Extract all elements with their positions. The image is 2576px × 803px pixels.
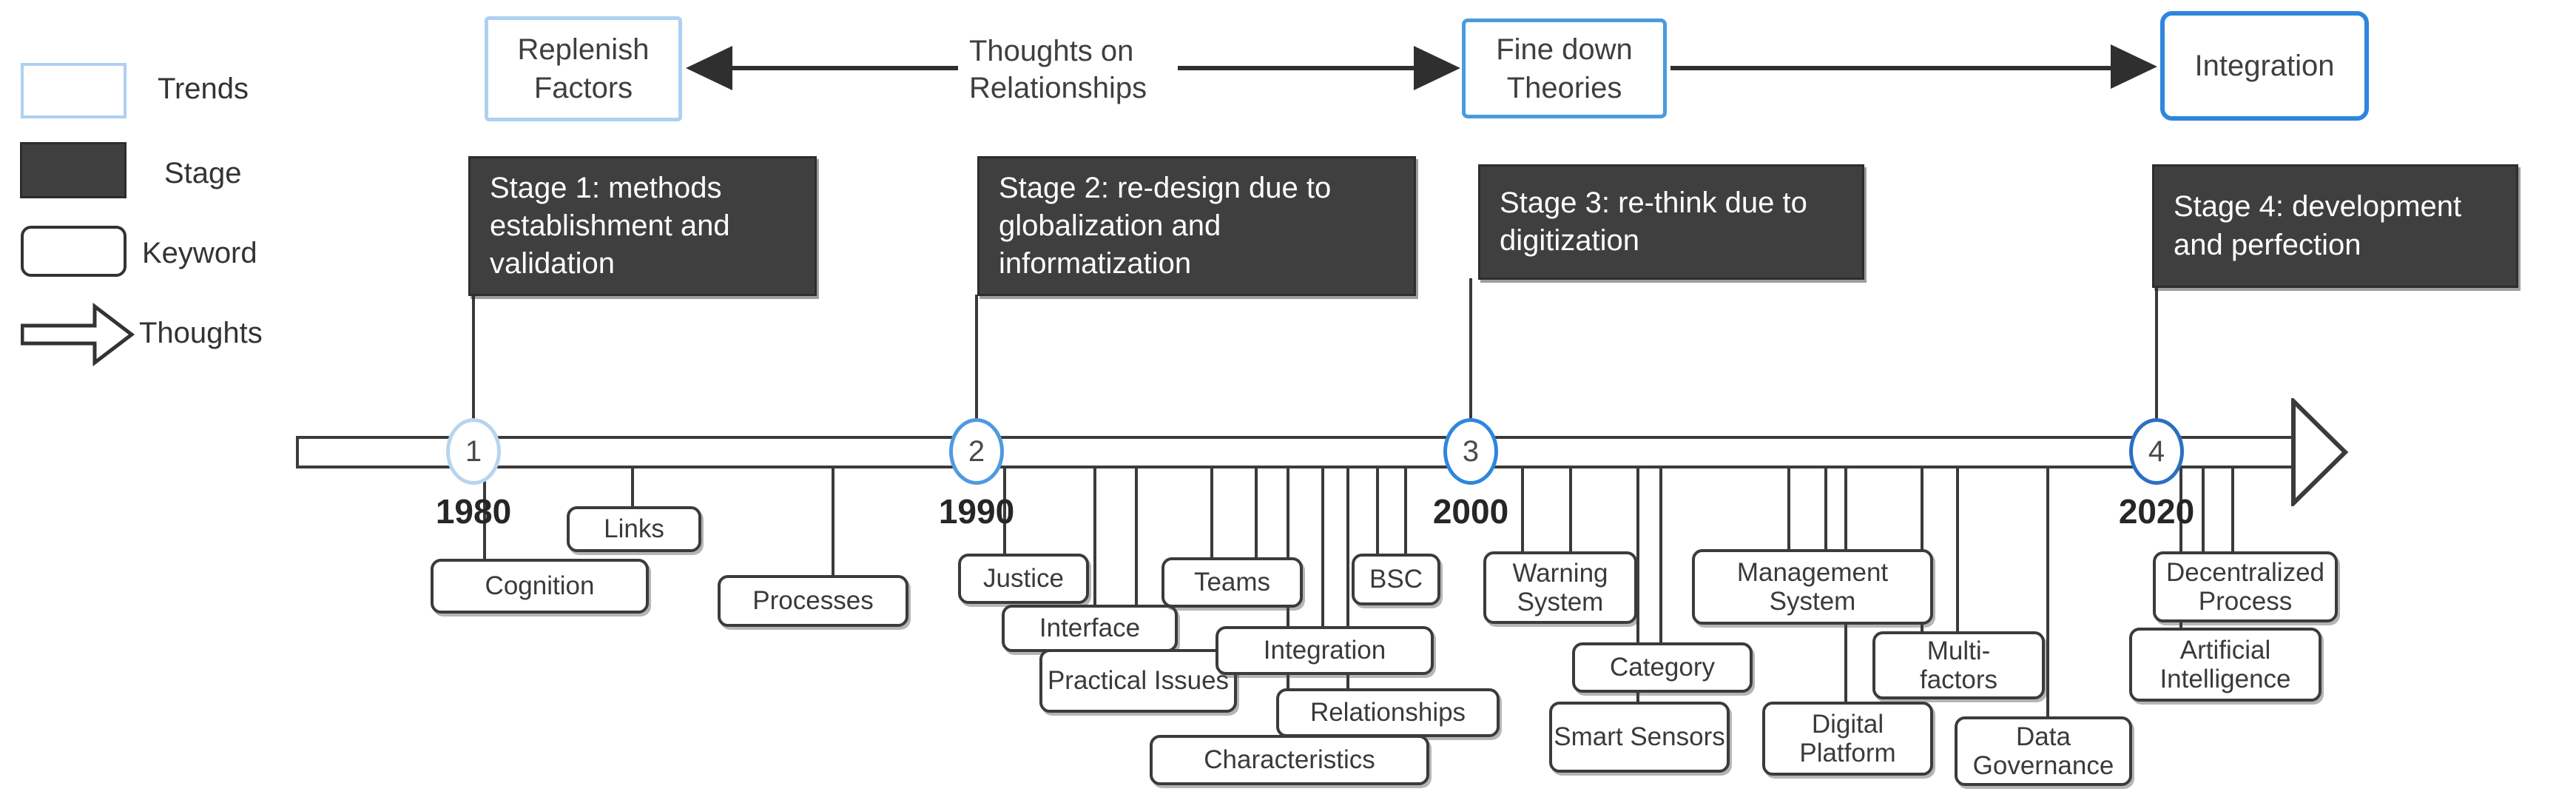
legend-stage-swatch xyxy=(20,142,127,198)
connector-line xyxy=(1003,466,1006,559)
keyword-processes: Processes xyxy=(718,575,908,627)
legend-trends-label: Trends xyxy=(158,73,249,105)
connector-line xyxy=(975,295,978,420)
connector-line xyxy=(832,466,834,579)
timeline-marker-1: 1 xyxy=(446,418,501,485)
keyword-decentralized-process: Decentralized Process xyxy=(2153,551,2338,622)
keyword-digital-platform: Digital Platform xyxy=(1762,702,1933,776)
connector-line xyxy=(631,466,634,511)
marker-number: 3 xyxy=(1462,434,1480,468)
trend-box-replenish-factors: Replenish Factors xyxy=(485,16,682,121)
keyword-cognition: Cognition xyxy=(431,559,649,614)
connector-line xyxy=(2155,286,2158,420)
year-2000: 2000 xyxy=(1432,492,1509,531)
keyword-multi-factors: Multi- factors xyxy=(1872,631,2045,699)
connector-line xyxy=(1659,466,1662,648)
keyword-teams: Teams xyxy=(1161,557,1303,608)
trend-box-integration: Integration xyxy=(2160,11,2369,121)
keyword-practical-issues: Practical Issues xyxy=(1039,649,1237,713)
legend-thoughts-label: Thoughts xyxy=(139,317,263,349)
stage-1-box: Stage 1: methods establishment and valid… xyxy=(468,156,817,296)
connector-line xyxy=(1346,466,1349,693)
keyword-management-system: Management System xyxy=(1692,549,1933,625)
connector-line xyxy=(483,466,486,562)
connector-line xyxy=(472,295,475,420)
connector-line xyxy=(2046,466,2049,722)
trend-box-fine-down-theories: Fine down Theories xyxy=(1462,19,1667,118)
year-1990: 1990 xyxy=(938,492,1015,531)
legend-keyword-label: Keyword xyxy=(142,237,257,269)
timeline-marker-4: 4 xyxy=(2129,418,2184,485)
connector-line xyxy=(1321,466,1324,631)
legend-trends-swatch xyxy=(21,63,127,118)
timeline-bar xyxy=(296,436,2298,468)
keyword-characteristics: Characteristics xyxy=(1150,735,1429,785)
connector-line xyxy=(2231,466,2234,557)
marker-number: 4 xyxy=(2148,434,2165,468)
thoughts-arrows xyxy=(686,44,2157,90)
timeline-marker-2: 2 xyxy=(949,418,1004,485)
year-1980: 1980 xyxy=(435,492,512,531)
connector-line xyxy=(1376,466,1379,559)
connector-line xyxy=(2202,466,2205,557)
year-2020: 2020 xyxy=(2118,492,2195,531)
keyword-justice: Justice xyxy=(958,554,1089,604)
connector-line xyxy=(1521,466,1524,557)
legend-thoughts-arrow-icon xyxy=(21,302,135,367)
keyword-links: Links xyxy=(567,506,701,552)
connector-line xyxy=(1093,466,1096,608)
keyword-category: Category xyxy=(1572,642,1753,693)
stage-3-box: Stage 3: re-think due to digitization xyxy=(1478,164,1864,280)
connector-line xyxy=(1469,278,1472,420)
connector-line xyxy=(1956,466,1959,636)
keyword-bsc: BSC xyxy=(1352,554,1440,605)
keyword-warning-system: Warning System xyxy=(1483,551,1637,624)
connector-line xyxy=(1255,466,1258,561)
marker-number: 1 xyxy=(465,434,482,468)
timeline-arrowhead-icon xyxy=(2291,398,2349,506)
keyword-interface: Interface xyxy=(1002,605,1178,652)
thoughts-on-relationships-label: Thoughts on Relationships xyxy=(969,35,1147,104)
connector-line xyxy=(1636,466,1639,707)
connector-line xyxy=(1787,466,1790,554)
legend-stage-label: Stage xyxy=(164,157,242,189)
legend-keyword-swatch xyxy=(21,226,127,277)
connector-line xyxy=(1135,466,1138,653)
connector-line xyxy=(1210,466,1213,561)
keyword-smart-sensors: Smart Sensors xyxy=(1549,702,1730,773)
connector-line xyxy=(1404,466,1407,559)
keyword-artificial-intelligence: Artificial Intelligence xyxy=(2129,628,2322,702)
keyword-relationships: Relationships xyxy=(1276,688,1500,737)
keyword-data-governance: Data Governance xyxy=(1955,716,2132,786)
connector-line xyxy=(2179,466,2182,635)
marker-number: 2 xyxy=(968,434,985,468)
timeline-marker-3: 3 xyxy=(1443,418,1498,485)
keyword-integration: Integration xyxy=(1215,626,1434,675)
stage-4-box: Stage 4: development and perfection xyxy=(2152,164,2518,288)
connector-line xyxy=(1569,466,1572,557)
stage-2-box: Stage 2: re-design due to globalization … xyxy=(977,156,1416,296)
connector-line xyxy=(1824,466,1827,554)
